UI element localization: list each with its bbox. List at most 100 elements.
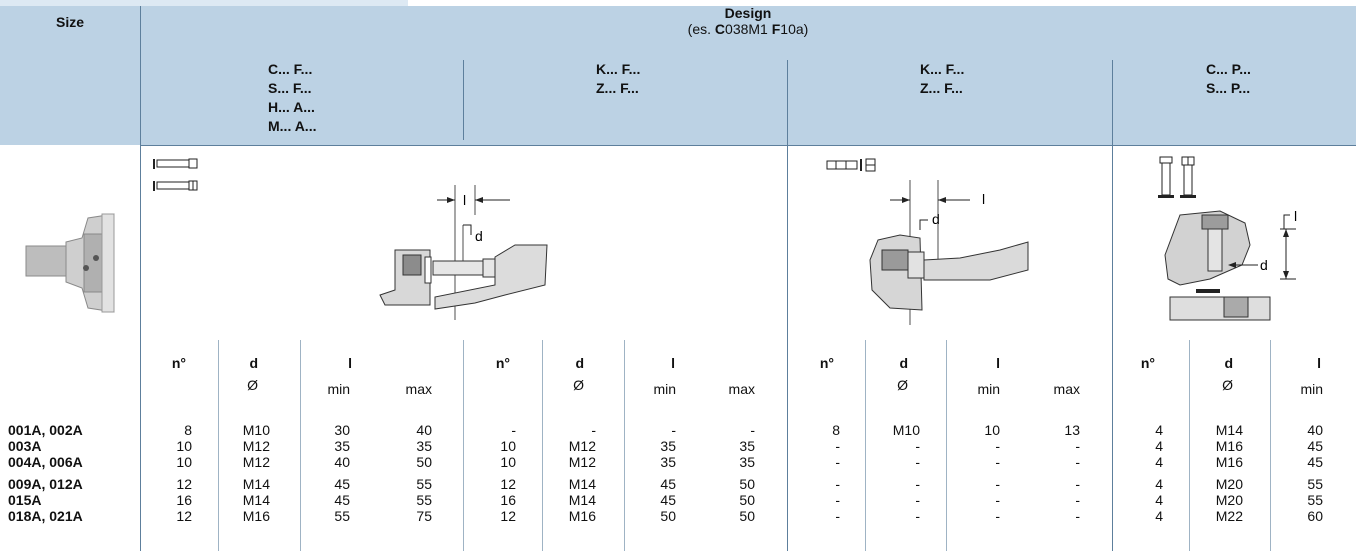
- table-cell: M20: [1215, 492, 1243, 508]
- table-cell: M12: [242, 454, 270, 470]
- table-cell: 45: [1307, 438, 1323, 454]
- size-cell: 003A: [8, 438, 42, 454]
- table-cell: 4: [1155, 438, 1163, 454]
- table-cell: M14: [242, 492, 270, 508]
- table-cell: 10: [500, 438, 516, 454]
- col-header-min: min: [327, 381, 350, 397]
- col-header-min: min: [653, 381, 676, 397]
- table-cell: 16: [176, 492, 192, 508]
- col-header-diameter: Ø: [247, 377, 258, 393]
- col-header-l: l: [671, 355, 675, 371]
- svg-text:l: l: [982, 191, 985, 207]
- size-header: Size: [55, 14, 84, 30]
- table-cell: 4: [1155, 508, 1163, 524]
- table-cell: 35: [660, 454, 676, 470]
- table-cell: M12: [568, 454, 596, 470]
- design-example: (es. C038M1 F10a): [687, 21, 809, 37]
- divider-group-2: [787, 60, 788, 551]
- screw-nut-icon: [826, 158, 876, 172]
- table-cell: -: [835, 454, 840, 470]
- group-3-codes: K... F... Z... F...: [920, 61, 965, 96]
- screw-icon: [153, 158, 198, 191]
- table-cell: M12: [242, 438, 270, 454]
- vertical-bolt-icon: [1158, 156, 1196, 198]
- table-cell: 12: [500, 476, 516, 492]
- table-cell: -: [1075, 508, 1080, 524]
- table-cell: 45: [334, 492, 350, 508]
- table-cell: 12: [176, 476, 192, 492]
- table-cell: M22: [1215, 508, 1243, 524]
- table-cell: 50: [416, 454, 432, 470]
- size-cell: 015A: [8, 492, 42, 508]
- table-cell: -: [835, 508, 840, 524]
- table-body: [0, 145, 1356, 551]
- table-cell: 50: [739, 492, 755, 508]
- col-divider: [624, 340, 625, 551]
- svg-text:d: d: [932, 211, 940, 227]
- col-header-max: max: [1053, 381, 1080, 397]
- col-header-n: n°: [171, 355, 186, 371]
- group-2-codes: K... F... Z... F...: [596, 61, 641, 96]
- table-cell: M20: [1215, 476, 1243, 492]
- product-image: [25, 213, 115, 313]
- table-cell: 50: [739, 508, 755, 524]
- size-cell: 004A, 006A: [8, 454, 83, 470]
- col-header-l: l: [996, 355, 1000, 371]
- table-cell: M14: [568, 492, 596, 508]
- col-header-n: n°: [495, 355, 510, 371]
- table-cell: 45: [660, 476, 676, 492]
- table-cell: 40: [1307, 422, 1323, 438]
- col-header-diameter: Ø: [897, 377, 908, 393]
- table-cell: 60: [1307, 508, 1323, 524]
- col-header-diameter: Ø: [573, 377, 584, 393]
- table-cell: 30: [334, 422, 350, 438]
- table-cell: 35: [416, 438, 432, 454]
- bolt-diagram-3: l d: [1164, 208, 1297, 321]
- table-cell: 35: [334, 438, 350, 454]
- table-cell: -: [995, 438, 1000, 454]
- col-header-d: d: [899, 355, 908, 371]
- table-cell: -: [835, 476, 840, 492]
- table-cell: -: [511, 422, 516, 438]
- table-cell: -: [995, 492, 1000, 508]
- table-cell: 8: [832, 422, 840, 438]
- col-divider: [946, 340, 947, 551]
- divider-header: [140, 145, 1356, 146]
- col-divider: [1189, 340, 1190, 551]
- table-cell: 4: [1155, 492, 1163, 508]
- top-accent-strip: [0, 0, 408, 6]
- table-cell: -: [750, 422, 755, 438]
- table-cell: -: [1075, 454, 1080, 470]
- col-header-max: max: [728, 381, 755, 397]
- table-cell: M16: [568, 508, 596, 524]
- table-cell: -: [915, 438, 920, 454]
- col-divider: [542, 340, 543, 551]
- table-cell: 55: [334, 508, 350, 524]
- table-cell: 10: [176, 438, 192, 454]
- divider-group-1: [463, 60, 464, 140]
- col-header-l: l: [348, 355, 352, 371]
- table-cell: -: [995, 508, 1000, 524]
- col-header-n: n°: [819, 355, 834, 371]
- table-cell: 40: [334, 454, 350, 470]
- table-cell: 16: [500, 492, 516, 508]
- table-cell: 35: [660, 438, 676, 454]
- table-cell: 75: [416, 508, 432, 524]
- table-cell: 4: [1155, 476, 1163, 492]
- table-cell: M10: [892, 422, 920, 438]
- table-cell: -: [835, 438, 840, 454]
- table-cell: M10: [242, 422, 270, 438]
- table-cell: -: [1075, 476, 1080, 492]
- col-divider: [463, 340, 464, 551]
- size-cell: 001A, 002A: [8, 422, 83, 438]
- col-divider: [300, 340, 301, 551]
- table-cell: -: [1075, 492, 1080, 508]
- group-4-codes: C... P... S... P...: [1206, 61, 1251, 96]
- col-header-l: l: [1317, 355, 1321, 371]
- table-cell: -: [591, 422, 596, 438]
- table-cell: 8: [184, 422, 192, 438]
- table-cell: -: [995, 454, 1000, 470]
- table-cell: -: [915, 454, 920, 470]
- design-header: Design (es. C038M1 F10a): [140, 5, 1356, 37]
- svg-text:l: l: [1294, 208, 1297, 224]
